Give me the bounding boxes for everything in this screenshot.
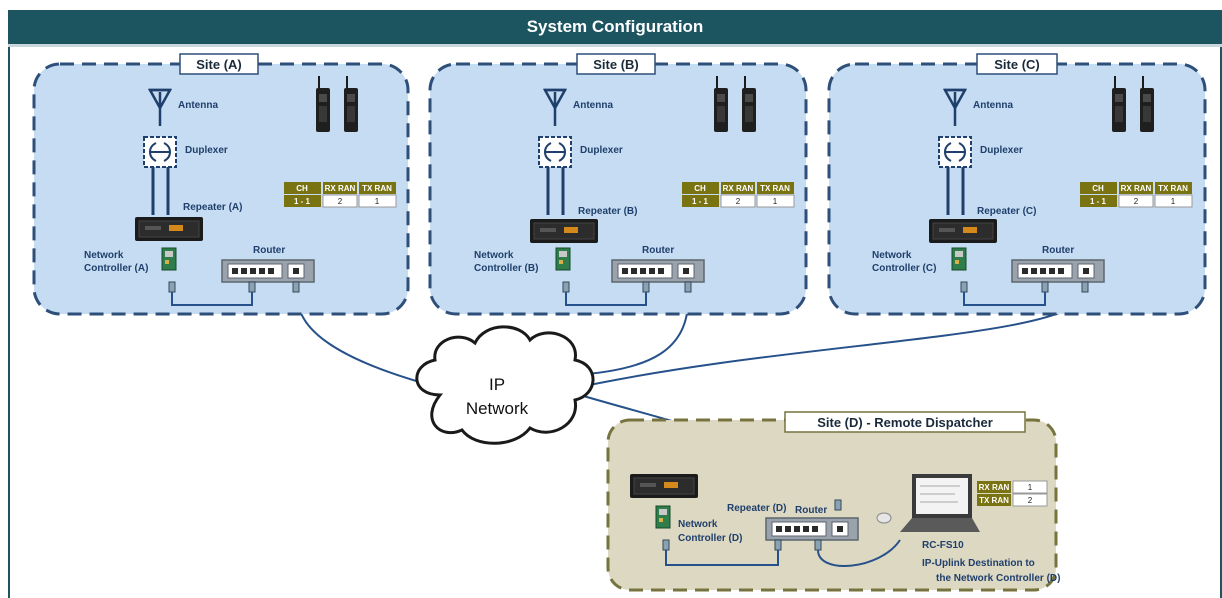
- nc-label-1: Network: [474, 250, 514, 261]
- svg-text:2: 2: [1134, 197, 1139, 206]
- svg-text:TX RAN: TX RAN: [760, 184, 790, 193]
- svg-text:2: 2: [736, 197, 741, 206]
- ch-table-b: CH RX RAN TX RAN 1 - 1 2 1: [682, 182, 795, 208]
- nc-d-label-1: Network: [678, 519, 718, 530]
- site-d-label: Site (D) - Remote Dispatcher: [817, 415, 993, 430]
- svg-text:TX RAN: TX RAN: [979, 496, 1009, 505]
- svg-text:1: 1: [1171, 197, 1176, 206]
- router-d-label: Router: [795, 505, 827, 516]
- ran-table-d: RX RAN 1 TX RAN 2: [977, 480, 1048, 507]
- nc-label-2: Controller (C): [872, 263, 936, 274]
- nc-label-2: Controller (A): [84, 263, 148, 274]
- page-title: System Configuration: [526, 17, 704, 36]
- uplink-label-2: the Network Controller (D): [936, 573, 1060, 584]
- svg-text:2: 2: [1028, 496, 1033, 505]
- site-d: Site (D) - Remote Dispatcher Repeater (D…: [606, 411, 1060, 592]
- antenna-label: Antenna: [573, 100, 613, 111]
- router-label: Router: [642, 245, 674, 256]
- repeater-label: Repeater (B): [578, 206, 637, 217]
- site-b-label: Site (B): [593, 57, 639, 72]
- repeater-label: Repeater (A): [183, 202, 242, 213]
- svg-text:TX RAN: TX RAN: [1158, 184, 1188, 193]
- svg-text:RX RAN: RX RAN: [325, 184, 356, 193]
- router-label: Router: [1042, 245, 1074, 256]
- svg-text:RX RAN: RX RAN: [979, 483, 1010, 492]
- svg-text:RX RAN: RX RAN: [723, 184, 754, 193]
- svg-text:1 - 1: 1 - 1: [294, 197, 311, 206]
- nc-label-1: Network: [872, 250, 912, 261]
- ch-table-c: CH RX RAN TX RAN 1 - 1 2 1: [1080, 182, 1193, 208]
- duplexer-label: Duplexer: [980, 145, 1023, 156]
- duplexer-label: Duplexer: [580, 145, 623, 156]
- laptop-icon: [876, 474, 980, 532]
- title-bar: System Configuration: [8, 10, 1222, 47]
- svg-text:2: 2: [338, 197, 343, 206]
- antenna-label: Antenna: [178, 100, 218, 111]
- site-c: Site (C) Antenna Duplexer Repeater (C) N…: [827, 53, 1207, 316]
- site-a: Site (A) Antenna Duplexer Repeater (A) N…: [32, 53, 410, 316]
- svg-text:CH: CH: [1092, 184, 1104, 193]
- svg-text:1 - 1: 1 - 1: [692, 197, 709, 206]
- nc-d-label-2: Controller (D): [678, 533, 742, 544]
- svg-text:1: 1: [375, 197, 380, 206]
- svg-text:1: 1: [773, 197, 778, 206]
- network-label-2: Network: [466, 399, 529, 418]
- svg-text:CH: CH: [296, 184, 308, 193]
- site-a-label: Site (A): [196, 57, 242, 72]
- ip-network-cloud: IP Network: [415, 325, 595, 445]
- ch-table-a: CH RX RAN TX RAN 1 - 1 2 1: [284, 182, 397, 208]
- site-b: Site (B) Antenna Duplexer Repeater (B) N…: [428, 53, 808, 316]
- antenna-label: Antenna: [973, 100, 1013, 111]
- nc-label-1: Network: [84, 250, 124, 261]
- pc-label: RC-FS10: [922, 540, 964, 551]
- svg-text:CH: CH: [694, 184, 706, 193]
- svg-text:1 - 1: 1 - 1: [1090, 197, 1107, 206]
- uplink-label-1: IP-Uplink Destination to: [922, 558, 1035, 569]
- repeater-label: Repeater (C): [977, 206, 1036, 217]
- duplexer-label: Duplexer: [185, 145, 228, 156]
- svg-text:TX RAN: TX RAN: [362, 184, 392, 193]
- repeater-d-label: Repeater (D): [727, 503, 786, 514]
- svg-text:RX RAN: RX RAN: [1121, 184, 1152, 193]
- svg-text:1: 1: [1028, 483, 1033, 492]
- network-label-1: IP: [489, 375, 505, 394]
- router-label: Router: [253, 245, 285, 256]
- nc-label-2: Controller (B): [474, 263, 538, 274]
- site-c-label: Site (C): [994, 57, 1040, 72]
